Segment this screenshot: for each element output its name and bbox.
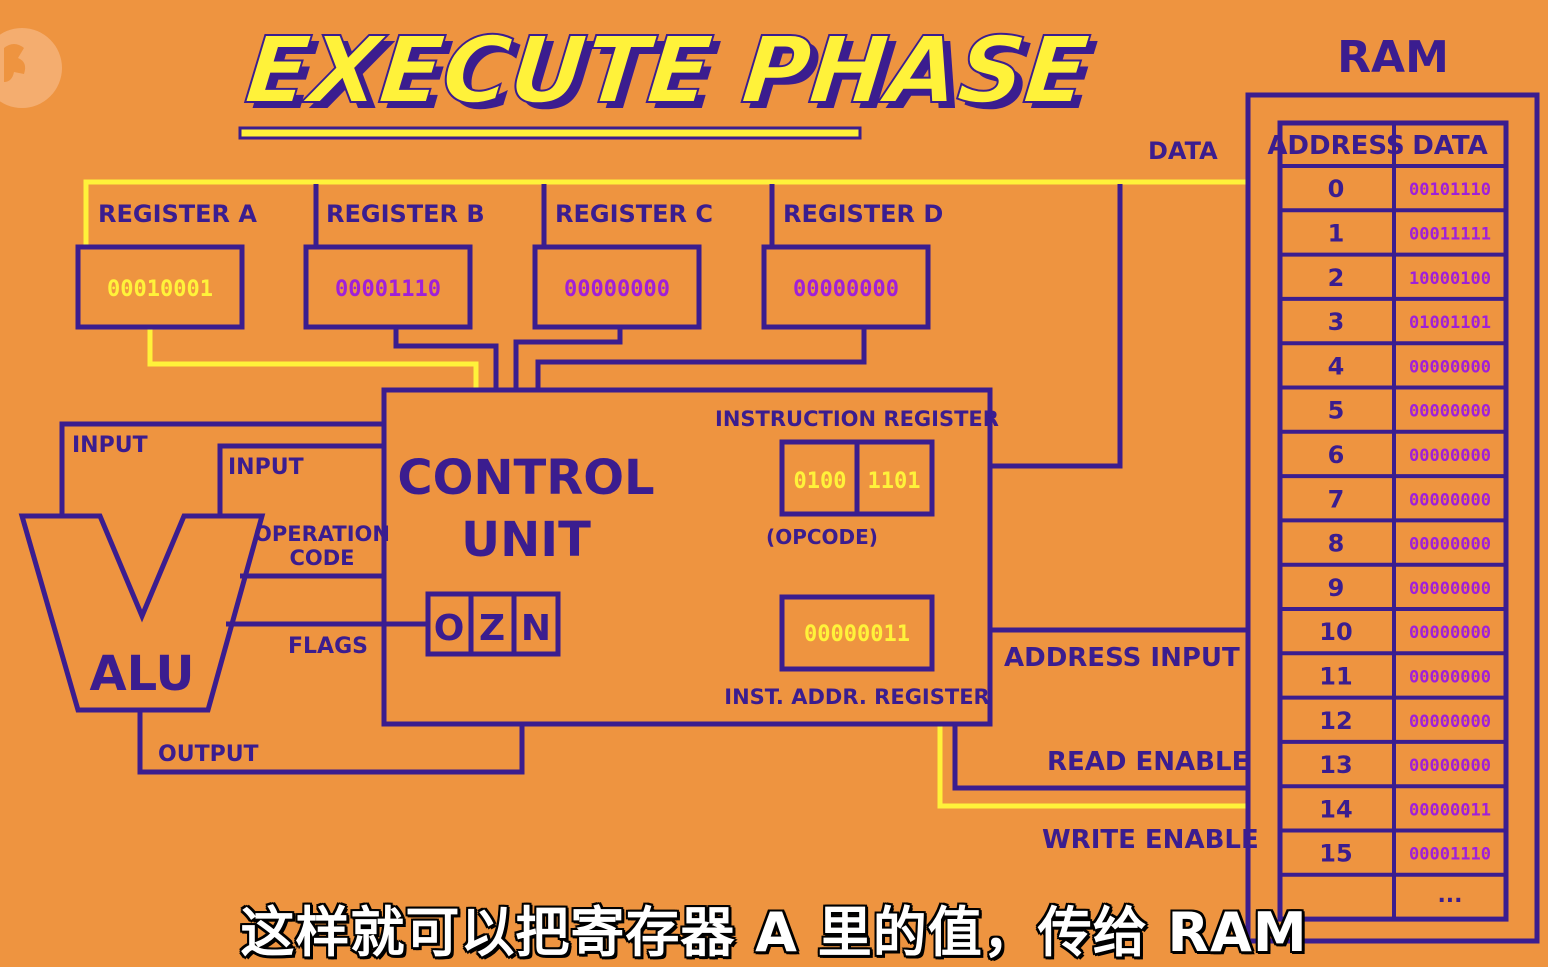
ram-table-frame [1277, 120, 1509, 922]
control-unit-label-1: CONTROL [397, 450, 654, 506]
address-input-label: ADDRESS INPUT [1004, 643, 1240, 673]
page-title: EXECUTE PHASE [248, 22, 1101, 130]
write-enable-label: WRITE ENABLE [1042, 825, 1259, 855]
ram-address-cell: 15 [1319, 840, 1352, 868]
register-d-label: REGISTER D [783, 200, 943, 228]
subtitle: 这样就可以把寄存器 A 里的值，传给 RAM [240, 901, 1308, 964]
register-a: REGISTER A 00010001 [75, 200, 257, 330]
ram-data-cell: 00101110 [1409, 180, 1491, 200]
data-bus [83, 179, 1248, 809]
register-b: REGISTER B 00001110 [303, 200, 485, 330]
ram-data-cell: 00000000 [1409, 667, 1491, 687]
title-underline [238, 126, 862, 140]
opcode-bits: 0100 [794, 469, 847, 494]
ram-address-cell: 1 [1328, 219, 1345, 247]
ram-col-data: DATA [1412, 131, 1488, 161]
ram-data-cell: 00000000 [1409, 712, 1491, 732]
ram-title: RAM [1337, 32, 1449, 83]
read-enable-label: READ ENABLE [1047, 747, 1249, 777]
ram-address-cell: 4 [1328, 352, 1345, 380]
flag-zero: Z [479, 608, 505, 649]
ram-address-cell: 6 [1328, 441, 1345, 469]
register-d-box [761, 244, 931, 330]
register-c: REGISTER C 00000000 [532, 200, 713, 330]
alu-operation-code-label-1: OPERATION [254, 522, 390, 546]
alu-output-label: OUTPUT [158, 742, 259, 767]
flag-overflow: O [434, 608, 465, 649]
register-c-value: 00000000 [564, 277, 670, 302]
ram-data-cell: 00000000 [1409, 490, 1491, 510]
register-a-label: REGISTER A [98, 200, 257, 228]
ram-ellipsis-data: ... [1437, 883, 1462, 908]
ram-address-cell: 7 [1328, 485, 1345, 513]
page-title-front: EXECUTE PHASE [241, 16, 1094, 124]
ram-data-cell: 01001101 [1409, 313, 1491, 333]
alu-shape [18, 513, 266, 713]
ram-address-cell: 12 [1319, 707, 1352, 735]
ram-col-address: ADDRESS [1267, 131, 1404, 161]
ram-address-cell: 11 [1319, 662, 1352, 690]
wires [59, 184, 1248, 791]
ram-data-cell: 00000011 [1409, 800, 1491, 820]
ram-address-cell: 5 [1328, 397, 1345, 425]
register-d-value: 00000000 [793, 277, 899, 302]
ram-data-cell: 00000000 [1409, 579, 1491, 599]
ram-data-cell: 00011111 [1409, 224, 1491, 244]
ram-data-cell: 00000000 [1409, 446, 1491, 466]
address-bits: 1101 [868, 469, 921, 494]
alu-input-1-label: INPUT [72, 433, 148, 458]
flag-negative: N [521, 608, 551, 649]
register-a-box [75, 244, 245, 330]
alu-operation-code-label-2: CODE [289, 546, 354, 570]
alu-input-2-label: INPUT [228, 455, 304, 480]
ram: RAM ADDRESS DATA ... 0 00101110 1 00011111 2… [1245, 32, 1540, 944]
control-unit-box [381, 387, 993, 727]
ram-address-cell: 8 [1328, 530, 1345, 558]
register-b-label: REGISTER B [326, 200, 485, 228]
logo-icon [0, 28, 62, 108]
ram-data-cell: 10000100 [1409, 269, 1491, 289]
register-b-box [303, 244, 473, 330]
control-unit-label-2: UNIT [461, 512, 591, 568]
instruction-register-label: INSTRUCTION REGISTER [715, 407, 999, 431]
inst-addr-register-box [779, 594, 935, 672]
flags-register-box [425, 591, 561, 657]
register-c-label: REGISTER C [555, 200, 713, 228]
alu-label: ALU [90, 646, 195, 702]
ram-data-cell: 00000000 [1409, 623, 1491, 643]
data-bus-label: DATA [1148, 137, 1218, 165]
ram-outer-box [1245, 92, 1540, 944]
inst-addr-label: INST. ADDR. REGISTER [724, 685, 989, 709]
control-unit: CONTROL UNIT INSTRUCTION REGISTER 0100 1… [381, 387, 999, 727]
ram-data-cell: 00001110 [1409, 845, 1491, 865]
alu-flags-label: FLAGS [288, 634, 368, 659]
register-b-value: 00001110 [335, 277, 441, 302]
register-c-box [532, 244, 702, 330]
register-d: REGISTER D 00000000 [761, 200, 943, 330]
ram-data-cell: 00000000 [1409, 756, 1491, 776]
title-group: EXECUTE PHASE EXECUTE PHASE [238, 15, 1101, 140]
ram-address-cell: 9 [1328, 574, 1345, 602]
ram-address-cell: 13 [1319, 751, 1352, 779]
ram-data-cell: 00000000 [1409, 535, 1491, 555]
ram-data-cell: 00000000 [1409, 402, 1491, 422]
opcode-label: (OPCODE) [766, 525, 878, 549]
ram-address-cell: 14 [1319, 795, 1352, 823]
ram-address-cell: 3 [1328, 308, 1345, 336]
inst-addr-value: 00000011 [804, 622, 910, 647]
alu: ALU INPUT INPUT OPERATION CODE FLAGS OUT… [18, 433, 390, 767]
ram-address-cell: 0 [1328, 175, 1345, 203]
ram-address-cell: 2 [1328, 264, 1345, 292]
register-a-value: 00010001 [107, 277, 213, 302]
bus-labels: DATA ADDRESS INPUT READ ENABLE WRITE ENA… [1004, 137, 1259, 855]
ram-address-cell: 10 [1319, 618, 1352, 646]
ram-data-cell: 00000000 [1409, 357, 1491, 377]
